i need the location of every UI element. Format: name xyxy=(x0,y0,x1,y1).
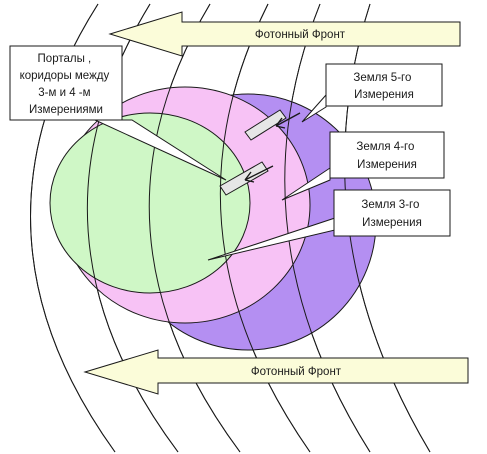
photon-front-arrow-bottom: Фотонный Фронт xyxy=(83,349,469,395)
wave-arc xyxy=(284,3,371,453)
portals-line: коридоры между xyxy=(20,70,110,82)
portals-line: 3-м и 4 -м xyxy=(38,87,90,99)
photon-front-label-bottom: Фотонный Фронт xyxy=(251,366,342,378)
earth3-line: Измерения xyxy=(362,217,422,229)
svg-text:Земля 3-го Измерения: Земля 3-го Измерения xyxy=(361,199,422,229)
portals-line: Измерениями xyxy=(29,104,103,116)
svg-text:Земля 4-го Измерения: Земля 4-го Измерения xyxy=(356,141,417,171)
portals-line: Порталы , xyxy=(38,53,92,65)
portal-icon-lower xyxy=(219,161,274,196)
svg-text:Порталы , коридоры между: Порталы , коридоры между 3-м и 4 -м Изме… xyxy=(20,53,113,116)
earth4-line: Измерения xyxy=(357,159,417,171)
earth5-line: Измерения xyxy=(354,89,414,101)
earth4-label-box: Земля 4-го Измерения xyxy=(329,131,445,179)
photon-front-label-top: Фотонный Фронт xyxy=(255,29,346,41)
svg-text:Земля 5-го Измерения: Земля 5-го Измерения xyxy=(353,72,414,101)
callout-pointers xyxy=(94,93,336,261)
earth4-line: Земля 4-го xyxy=(356,141,414,153)
earth3-label-box: Земля 3-го Измерения xyxy=(333,189,451,237)
photon-front-arrow-top: Фотонный Фронт xyxy=(108,11,461,57)
earth-3-ellipse xyxy=(49,112,251,294)
earth5-line: Земля 5-го xyxy=(353,72,411,84)
earth3-line: Земля 3-го xyxy=(361,199,419,211)
portals-label-box: Порталы , коридоры между 3-м и 4 -м Изме… xyxy=(9,45,123,121)
wave-arc xyxy=(148,3,241,453)
portal-icon-upper xyxy=(244,109,301,141)
wave-arc xyxy=(219,3,311,453)
earth5-label-box: Земля 5-го Измерения xyxy=(325,63,443,107)
